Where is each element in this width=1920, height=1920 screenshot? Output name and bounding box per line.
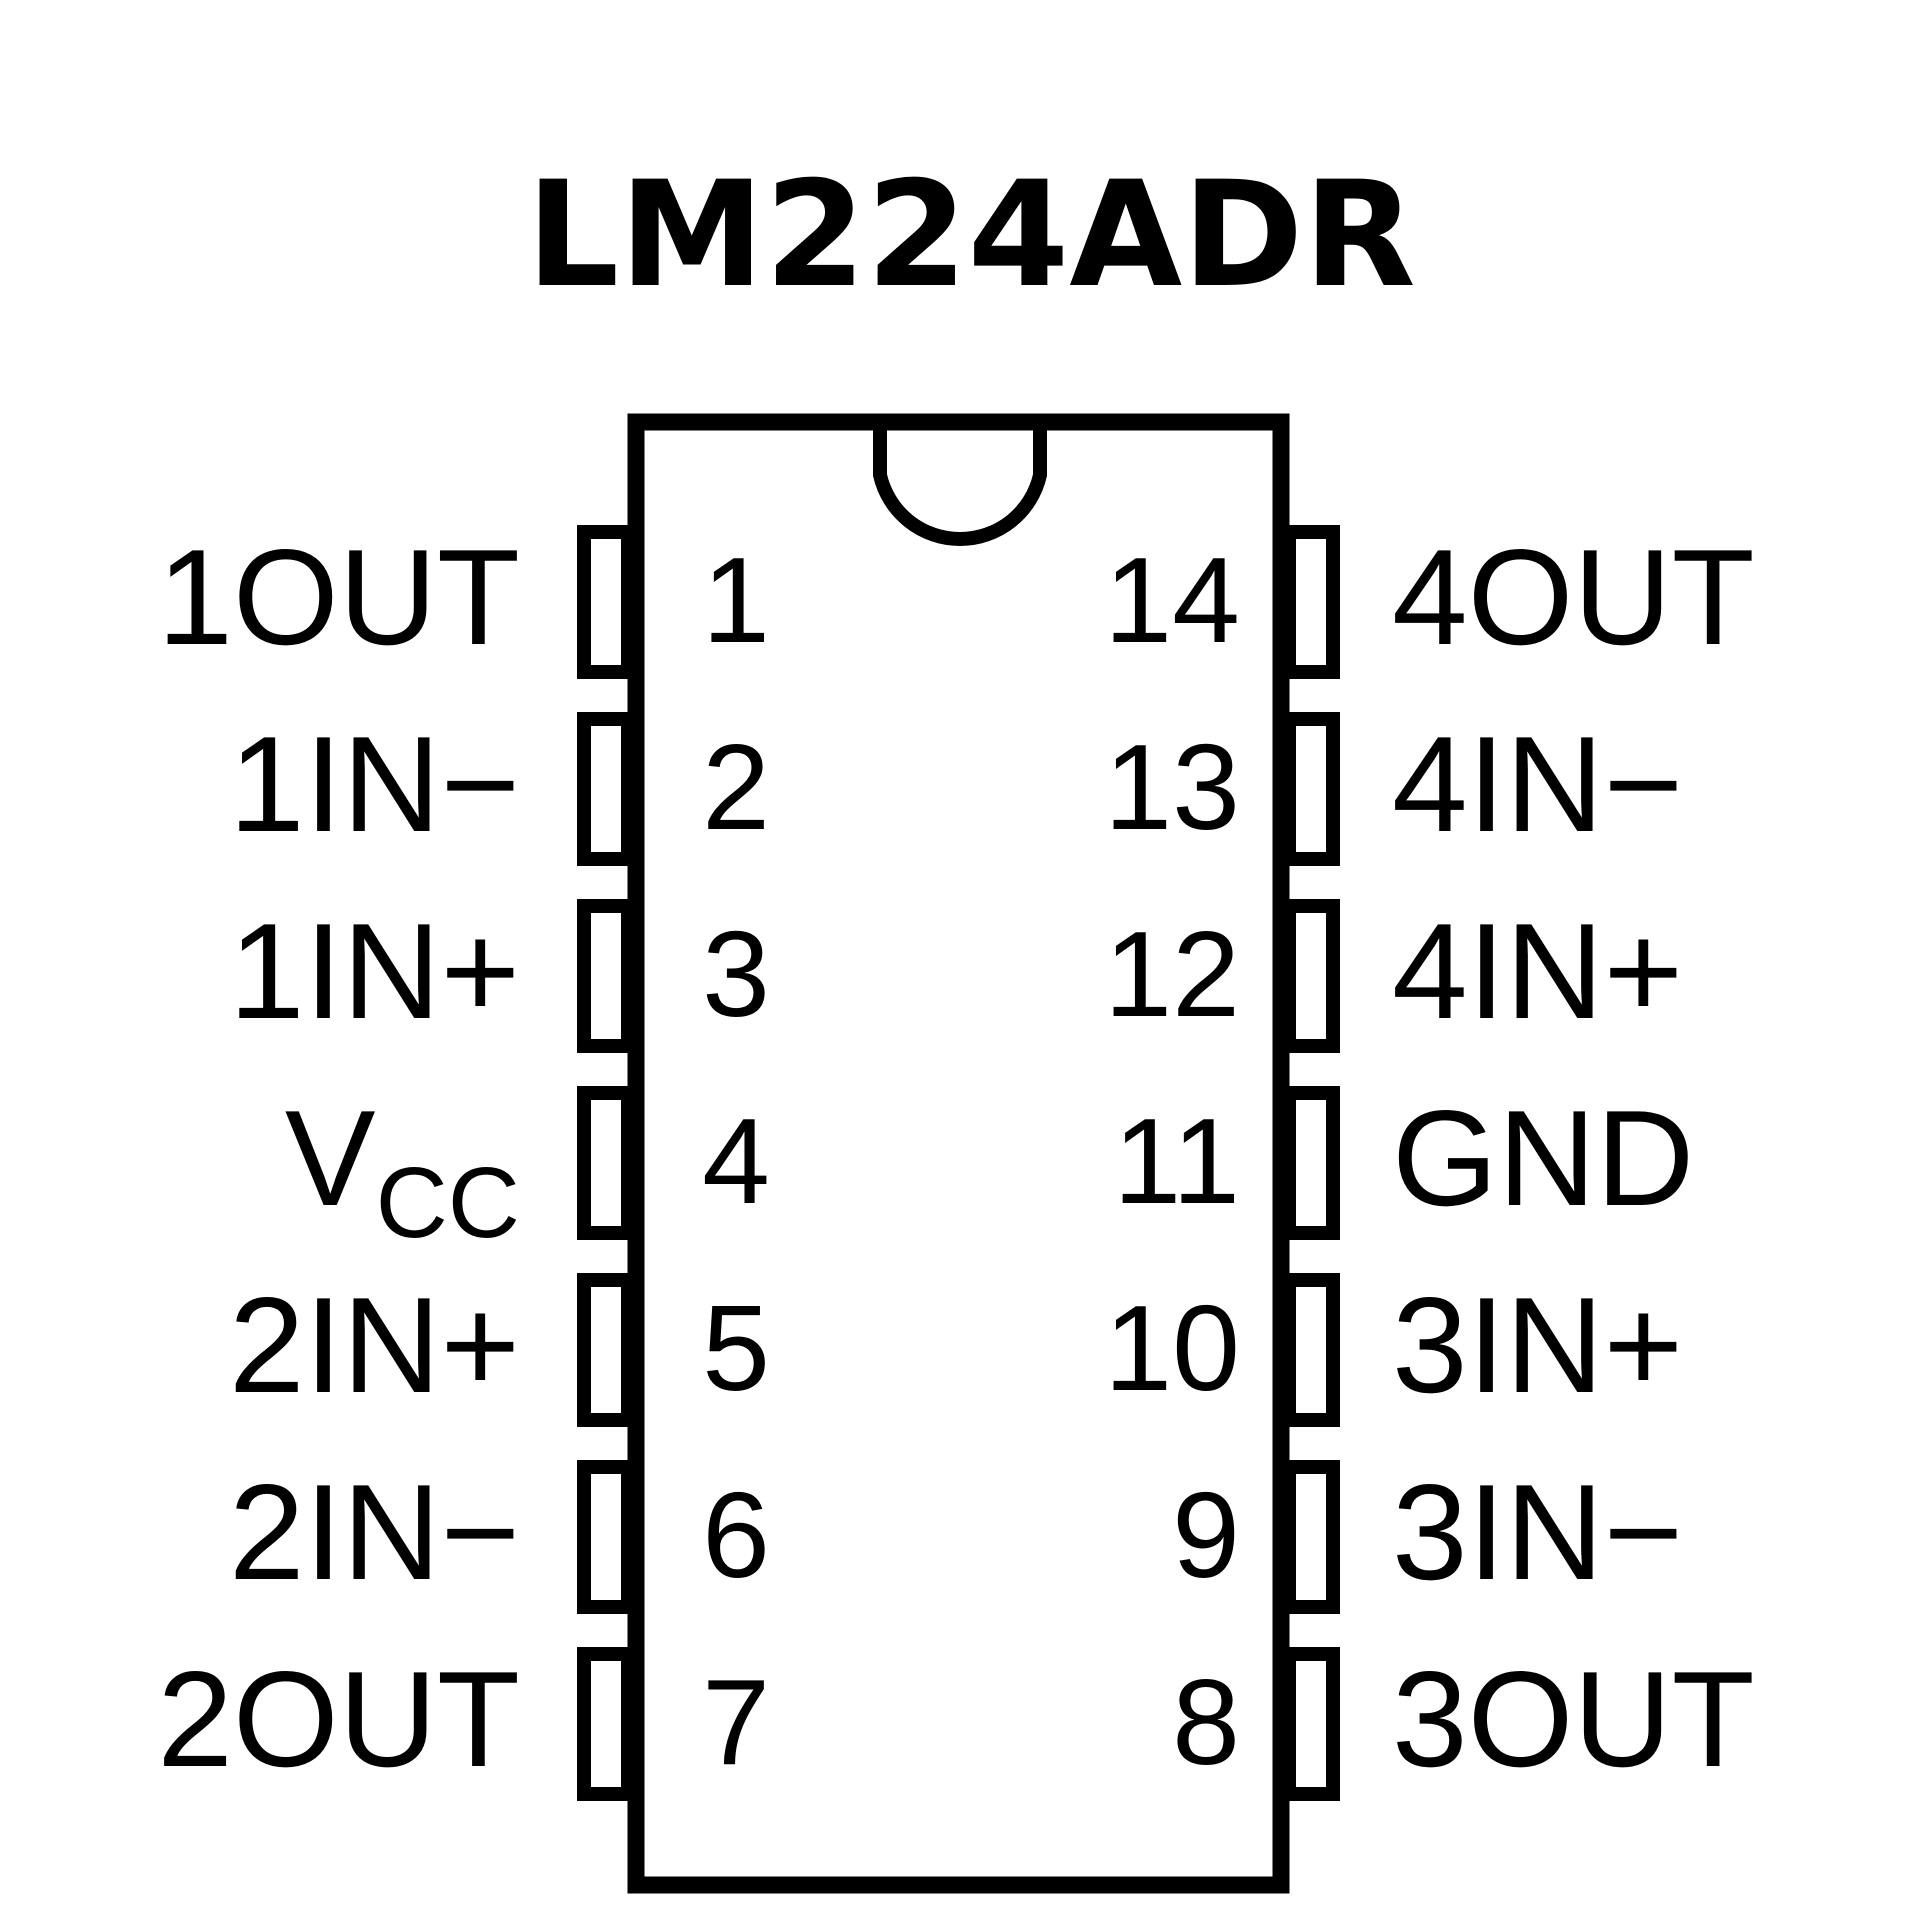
pin-label: VCC — [285, 1082, 520, 1259]
pin-9 — [1282, 1460, 1340, 1614]
pin-number: 9 — [1172, 1467, 1240, 1603]
pin-label: 4OUT — [1392, 521, 1755, 673]
pin-8 — [1282, 1647, 1340, 1801]
pin-label: GND — [1392, 1082, 1694, 1234]
pin-label: 2OUT — [157, 1643, 520, 1795]
pin-number: 12 — [1104, 906, 1240, 1042]
chip-title: LM224ADR — [526, 150, 1416, 320]
pin-7 — [577, 1647, 635, 1801]
pin-label: 4IN− — [1392, 708, 1683, 860]
pin-number: 1 — [702, 532, 770, 668]
pin-4 — [577, 1086, 635, 1240]
pin-label: 1IN+ — [229, 895, 520, 1047]
pin-label: 3OUT — [1392, 1643, 1755, 1795]
pin-number: 14 — [1104, 532, 1240, 668]
pin-number: 7 — [702, 1654, 770, 1790]
pin-number: 8 — [1172, 1654, 1240, 1790]
pin-label: 3IN+ — [1392, 1269, 1683, 1421]
ic-body — [627, 413, 1290, 1894]
pin-number: 5 — [702, 1280, 770, 1416]
pin-11 — [1282, 1086, 1340, 1240]
pin-label: 1IN− — [229, 708, 520, 860]
pin-number: 10 — [1104, 1280, 1240, 1416]
pin-number: 13 — [1104, 719, 1240, 855]
pin-10 — [1282, 1273, 1340, 1427]
pin-label: 3IN− — [1392, 1456, 1683, 1608]
pin-number: 2 — [702, 719, 770, 855]
pin-12 — [1282, 899, 1340, 1053]
pin-number: 11 — [1113, 1093, 1240, 1229]
pin-6 — [577, 1460, 635, 1614]
pin-13 — [1282, 712, 1340, 866]
pin-5 — [577, 1273, 635, 1427]
pin-14 — [1282, 525, 1340, 679]
pin-label: 2IN− — [229, 1456, 520, 1608]
pin-number: 3 — [702, 906, 770, 1042]
pin-1 — [577, 525, 635, 679]
pin-number: 4 — [702, 1093, 770, 1229]
pin-3 — [577, 899, 635, 1053]
pin1-notch — [873, 422, 1047, 546]
pin-label: 1OUT — [157, 521, 520, 673]
pin-number: 6 — [702, 1467, 770, 1603]
pin-label: 2IN+ — [229, 1269, 520, 1421]
pin-2 — [577, 712, 635, 866]
pin-label: 4IN+ — [1392, 895, 1683, 1047]
